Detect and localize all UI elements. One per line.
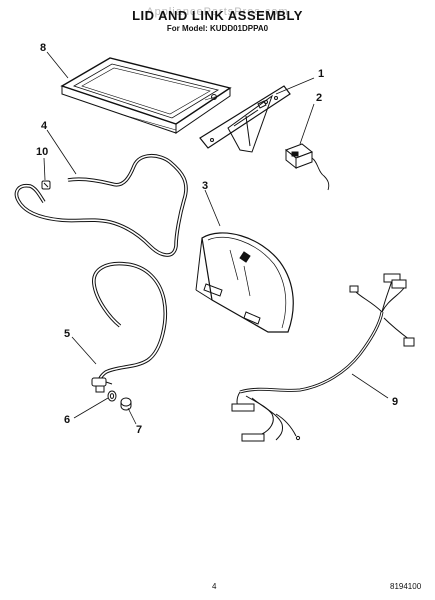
callout-6: 6 bbox=[64, 414, 71, 426]
callout-1: 1 bbox=[318, 68, 325, 80]
cap-part-7 bbox=[120, 397, 132, 411]
clip-part-10 bbox=[41, 180, 51, 190]
module-part-2 bbox=[285, 143, 330, 191]
callout-5: 5 bbox=[64, 328, 71, 340]
callout-9: 9 bbox=[392, 396, 399, 408]
link-bracket-part-1 bbox=[199, 85, 291, 153]
hose-part-5 bbox=[91, 261, 168, 393]
document-id: 8194100 bbox=[390, 582, 422, 591]
watermark: AppliancePartsPros.com bbox=[146, 6, 289, 18]
callout-4: 4 bbox=[41, 120, 48, 132]
diagram-title: LID AND LINK ASSEMBLY bbox=[132, 8, 303, 23]
callout-10: 10 bbox=[36, 146, 49, 158]
lid-panel-part-8 bbox=[60, 57, 232, 134]
leader-lines bbox=[43, 51, 389, 425]
callout-3: 3 bbox=[202, 180, 209, 192]
o-ring-part-6 bbox=[107, 390, 117, 402]
callout-2: 2 bbox=[316, 92, 323, 104]
callout-7: 7 bbox=[136, 424, 143, 436]
callout-8: 8 bbox=[40, 42, 47, 54]
model-subtitle: For Model: KUDD01DPPA0 bbox=[166, 24, 269, 33]
tube-part-4 bbox=[14, 153, 188, 257]
wire-harness-part-9 bbox=[231, 273, 415, 442]
link-shield-part-3 bbox=[195, 232, 294, 333]
page-number: 4 bbox=[212, 582, 217, 591]
